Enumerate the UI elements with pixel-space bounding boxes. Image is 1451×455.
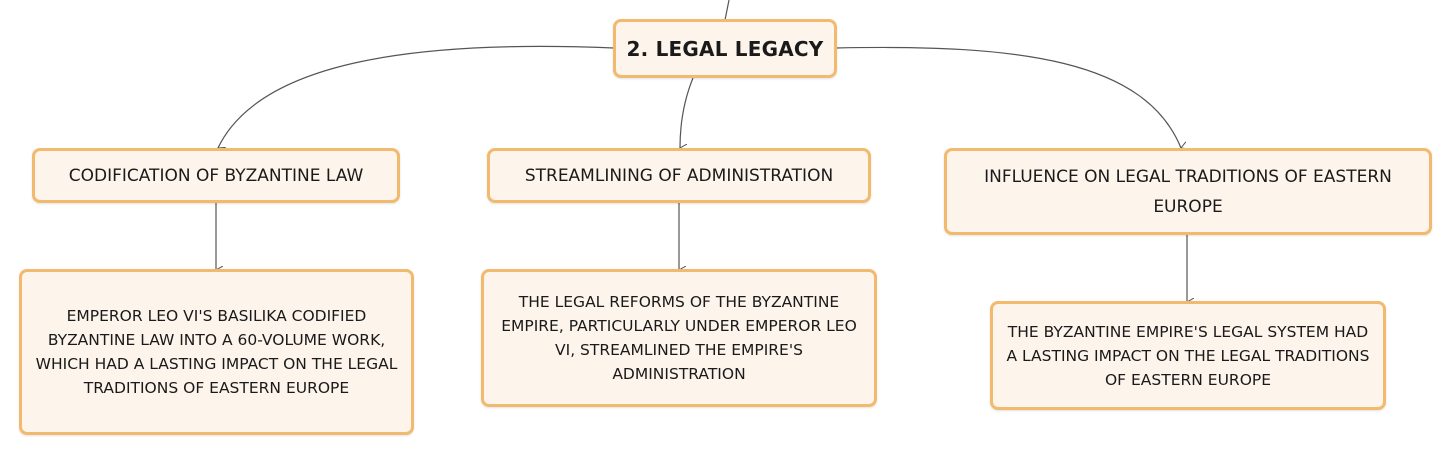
connector-parent-to-root: [724, 0, 730, 21]
branch-node-streamlining[interactable]: STREAMLINING OF ADMINISTRATION: [487, 148, 871, 203]
branch-label: STREAMLINING OF ADMINISTRATION: [524, 165, 834, 186]
detail-text: EMPEROR LEO VI'S BASILIKA CODIFIED BYZAN…: [35, 307, 398, 397]
root-node[interactable]: 2. LEGAL LEGACY: [613, 19, 837, 78]
branch-label: INFLUENCE ON LEGAL TRADITIONS OF EASTERN…: [984, 166, 1392, 217]
branch-node-codification[interactable]: CODIFICATION OF BYZANTINE LAW: [32, 148, 400, 203]
detail-node-codification[interactable]: EMPEROR LEO VI'S BASILIKA CODIFIED BYZAN…: [19, 269, 414, 435]
connector-root-to-codification: [218, 45, 615, 148]
root-label: 2. LEGAL LEGACY: [626, 36, 824, 61]
connector-root-to-streamlining: [680, 77, 694, 148]
detail-node-streamlining[interactable]: THE LEGAL REFORMS OF THE BYZANTINE EMPIR…: [481, 269, 877, 407]
branch-label: CODIFICATION OF BYZANTINE LAW: [68, 165, 364, 186]
branch-node-influence[interactable]: INFLUENCE ON LEGAL TRADITIONS OF EASTERN…: [944, 148, 1432, 235]
detail-text: THE BYZANTINE EMPIRE'S LEGAL SYSTEM HAD …: [1006, 322, 1370, 389]
detail-text: THE LEGAL REFORMS OF THE BYZANTINE EMPIR…: [501, 293, 857, 383]
detail-node-influence[interactable]: THE BYZANTINE EMPIRE'S LEGAL SYSTEM HAD …: [990, 301, 1386, 410]
connector-root-to-influence: [835, 46, 1181, 148]
